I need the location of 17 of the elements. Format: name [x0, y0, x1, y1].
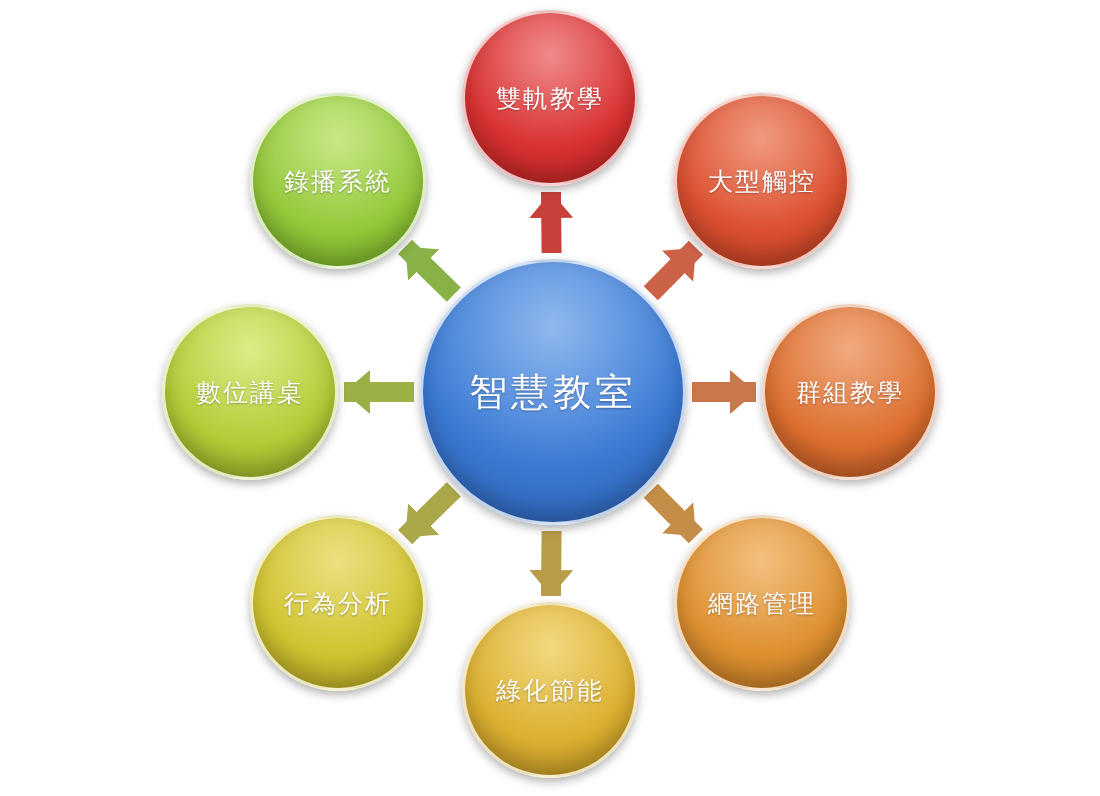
node-label: 數位講桌 — [196, 376, 304, 409]
block-arrow — [398, 239, 461, 302]
block-arrow — [398, 482, 461, 545]
node-label: 大型觸控 — [708, 165, 816, 198]
node-label: 行為分析 — [284, 587, 392, 620]
node-label: 網路管理 — [708, 587, 816, 620]
node-label: 錄播系統 — [284, 165, 392, 198]
node-label: 綠化節能 — [496, 674, 604, 707]
block-arrow — [692, 370, 756, 414]
block-arrow — [643, 483, 703, 544]
node-label: 智慧教室 — [469, 368, 637, 416]
block-arrow — [643, 240, 703, 301]
block-arrow — [529, 191, 574, 254]
node-label: 雙軌教學 — [496, 82, 604, 115]
block-arrow — [344, 370, 414, 414]
block-arrow — [529, 530, 574, 597]
node-label: 群組教學 — [796, 376, 904, 409]
